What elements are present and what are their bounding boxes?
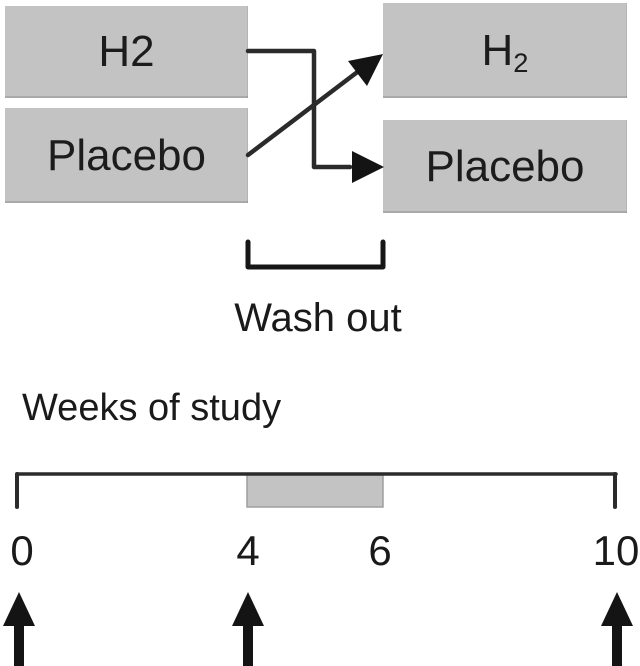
week-tick-0: 0 [10,527,34,574]
period2-h2-box: H2 [383,3,627,98]
washout-bracket [245,239,386,270]
period1-h2-box: H2 [5,6,248,98]
h2-subscript-text: 2 [513,47,529,79]
arrow-up-icon [3,592,35,626]
crossover-elbow-line [245,48,353,170]
period1-placebo-label: Placebo [46,130,206,180]
week-tick-6: 6 [368,527,392,574]
assessment-arrow-week10 [601,592,633,666]
period1-placebo-box: Placebo [5,108,248,203]
arrow-right-icon [352,151,384,183]
arrow-shaft [14,620,24,666]
period2-h2-label: H2 [481,25,529,79]
week-tick-4: 4 [236,527,260,574]
period1-h2-label: H2 [98,27,155,76]
arrow-up-icon [601,592,633,626]
h2-base-text: H [481,25,514,75]
period2-placebo-box: Placebo [383,120,627,213]
washout-label: Wash out [234,296,402,340]
arrow-shaft [243,620,253,666]
arrow-up-right-icon [348,54,383,86]
timeline-title: Weeks of study [22,387,282,429]
week-tick-10: 10 [592,527,640,574]
arrow-shaft [612,620,622,666]
assessment-arrow-week0 [3,592,35,666]
washout-shaded-interval [246,473,384,508]
arrow-up-icon [232,592,264,626]
crossover-diagonal-line [245,67,363,158]
assessment-arrow-week4 [232,592,264,666]
period2-placebo-label: Placebo [425,141,585,191]
